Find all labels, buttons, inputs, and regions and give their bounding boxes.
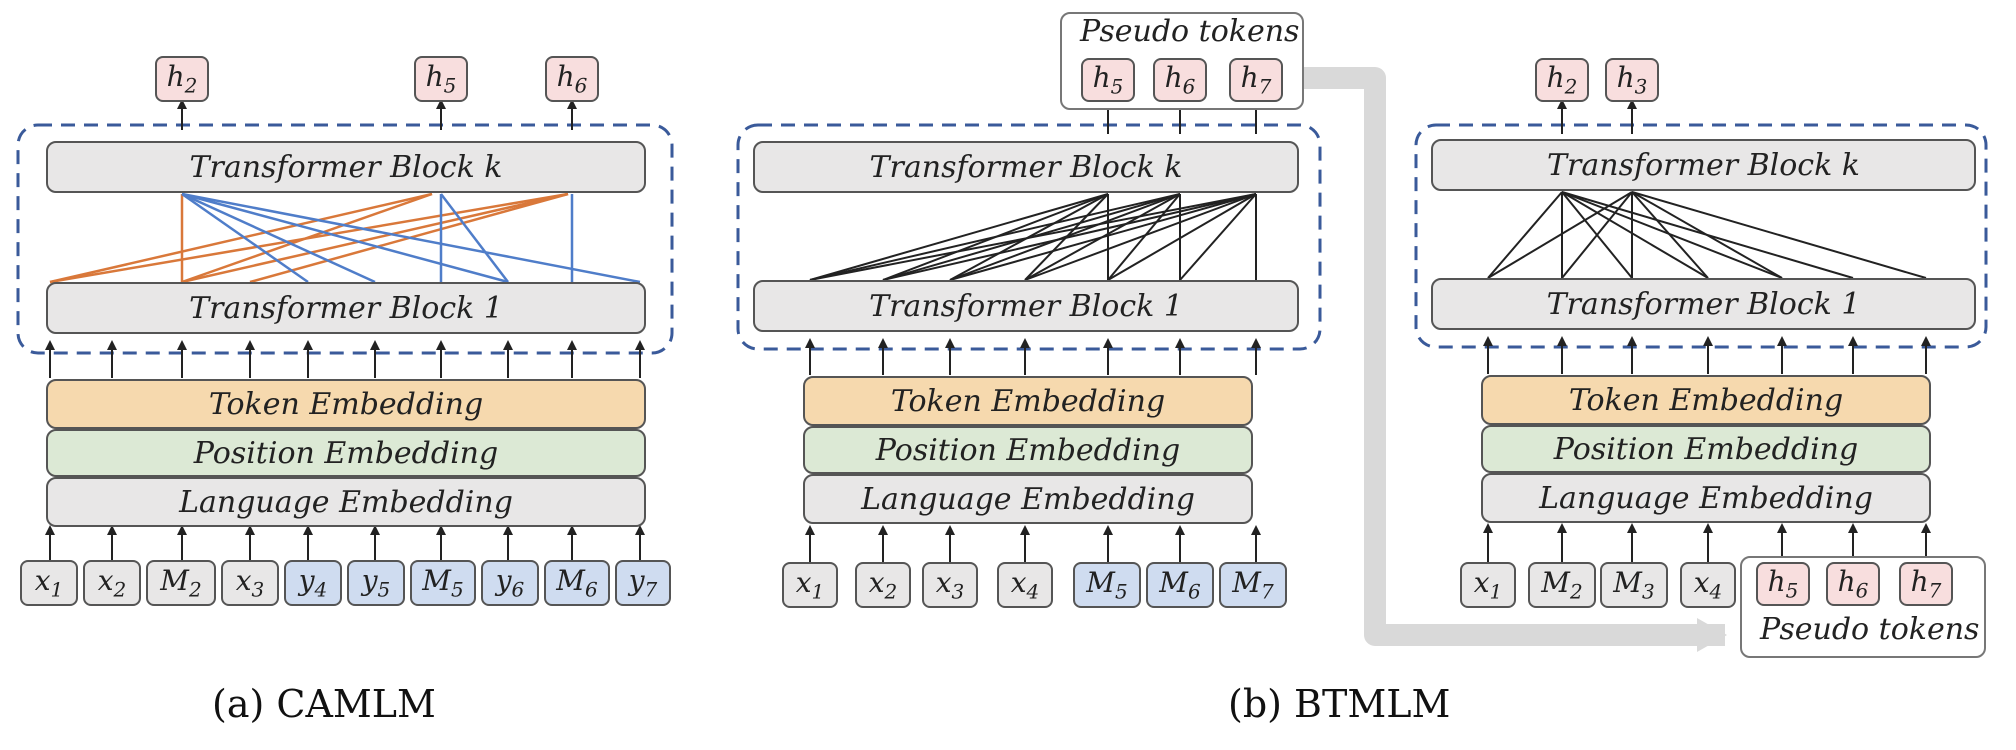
panel-b-left-input-x1: x1 [782,562,838,608]
panel-b-right-output-h2: h2 [1535,58,1589,102]
panel-b-right-language-embedding: Language Embedding [1481,473,1931,523]
panel-a-language-embedding: Language Embedding [46,477,646,527]
panel-b-left-output-h7: h7 [1229,58,1283,102]
panel-b-left-pseudo-label: Pseudo tokens [1080,14,1300,49]
panel-b-right-output-h3: h3 [1605,58,1659,102]
panel-b-right-input-x4: x4 [1680,562,1736,608]
panel-b-right-transformer-block-k: Transformer Block k [1431,139,1976,191]
panel-a-mid-arrows [45,340,645,378]
panel-a-input-M6: M6 [544,560,610,606]
panel-b-right-input-M3: M3 [1600,562,1668,608]
panel-a-input-M2: M2 [146,560,216,606]
panel-a-output-arrows [177,99,577,130]
panel-b-right-input-M2: M2 [1528,562,1596,608]
panel-b-left-language-embedding: Language Embedding [803,474,1253,524]
panel-b-left-output-h5: h5 [1081,58,1135,102]
panel-b-right-position-embedding: Position Embedding [1481,425,1931,473]
panel-a-input-y6: y6 [481,560,539,606]
panel-a-input-y7: y7 [615,560,671,606]
panel-b-right-pseudo-h6: h6 [1826,562,1880,606]
panel-a-dashed-container [16,123,674,355]
panel-b-left-output-h6: h6 [1153,58,1207,102]
panel-b-left-input-x2: x2 [855,562,911,608]
panel-b-left-input-M5: M5 [1073,562,1141,608]
panel-a-input-x2: x2 [83,560,141,606]
panel-a-input-x3: x3 [221,560,279,606]
panel-b-caption: (b) BTMLM [1228,682,1451,726]
panel-b-right-attention-lines [1487,191,1927,279]
panel-b-left-position-embedding: Position Embedding [803,426,1253,474]
panel-a-input-arrows [45,525,645,560]
panel-a-position-embedding: Position Embedding [46,429,646,477]
panel-b-left-dashed-container [736,123,1322,351]
panel-a-attention-lines [49,192,641,284]
panel-b-left-input-M6: M6 [1146,562,1214,608]
panel-b-right-pseudo-h5: h5 [1756,562,1810,606]
panel-a-input-y4: y4 [284,560,342,606]
panel-b-right-pseudo-label: Pseudo tokens [1760,612,1980,647]
panel-b-left-transformer-block-1: Transformer Block 1 [753,280,1299,332]
panel-b-right-pseudo-h7: h7 [1899,562,1953,606]
panel-b-left-input-arrows [805,525,1261,562]
panel-b-left-token-embedding: Token Embedding [803,376,1253,426]
panel-b-right-input-x1: x1 [1460,562,1516,608]
panel-a-input-x1: x1 [20,560,78,606]
panel-a-output-h6: h6 [545,56,599,102]
panel-a-output-h2: h2 [155,56,209,102]
panel-a-token-embedding: Token Embedding [46,379,646,429]
panel-b-left-input-x3: x3 [922,562,978,608]
panel-a-transformer-block-k: Transformer Block k [46,141,646,193]
panel-a-transformer-block-1: Transformer Block 1 [46,282,646,334]
panel-b-left-transformer-block-k: Transformer Block k [753,141,1299,193]
transfer-arrow [1298,67,1727,652]
panel-b-right-transformer-block-1: Transformer Block 1 [1431,278,1976,330]
panel-b-left-attention-lines [809,193,1257,281]
panel-a-input-M5: M5 [410,560,476,606]
panel-a-output-h5: h5 [414,56,468,102]
panel-b-right-input-arrows [1483,523,1931,562]
panel-b-left-mid-arrows [805,338,1261,375]
panel-b-right-token-embedding: Token Embedding [1481,375,1931,425]
panel-b-left-input-x4: x4 [997,562,1053,608]
panel-a-caption: (a) CAMLM [212,682,436,726]
panel-b-right-output-arrows [1557,99,1637,134]
panel-a-input-y5: y5 [347,560,405,606]
panel-b-right-mid-arrows [1483,336,1931,374]
panel-b-right-dashed-container [1414,123,1988,349]
panel-b-left-input-M7: M7 [1219,562,1287,608]
